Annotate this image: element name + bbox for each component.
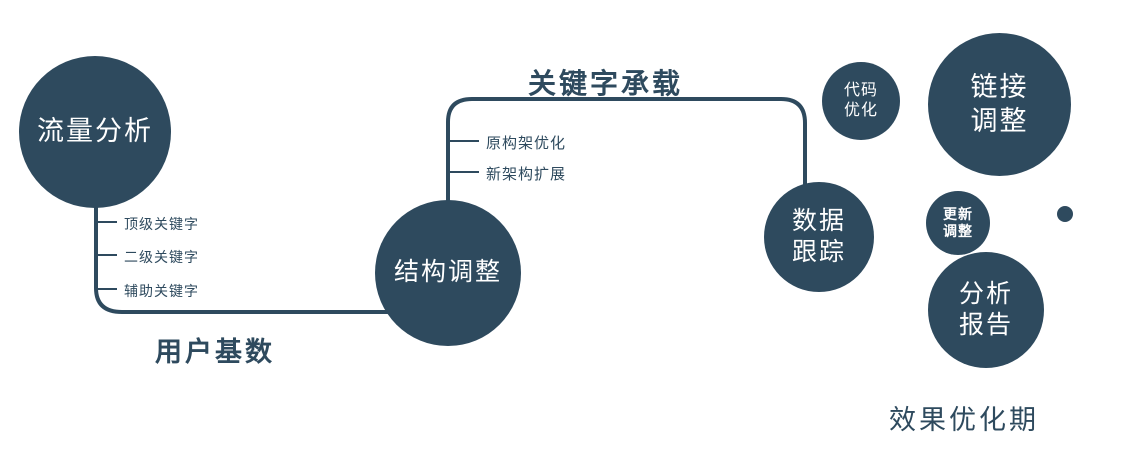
node-analysis-report: 分析 报告 bbox=[928, 252, 1044, 368]
edge-label-keyword-carrying: 关键字承载 bbox=[528, 68, 684, 99]
node-code-optimization-line1: 代码 bbox=[843, 82, 878, 99]
node-link-adjustment-line1: 链接 bbox=[970, 71, 1029, 102]
node-data-tracking: 数据 跟踪 bbox=[764, 182, 874, 292]
edge-user-base-path bbox=[94, 196, 396, 314]
node-update-adjustment-line1: 更新 bbox=[943, 205, 973, 222]
node-traffic-analysis-label: 流量分析 bbox=[37, 116, 153, 147]
node-update-adjustment-line2: 调整 bbox=[943, 223, 973, 239]
bullet-dot bbox=[1057, 206, 1073, 222]
node-analysis-report-line2: 报告 bbox=[958, 311, 1013, 339]
node-code-optimization: 代码 优化 bbox=[822, 62, 900, 140]
branch-label-original-architecture-optimization: 原构架优化 bbox=[486, 135, 567, 152]
node-traffic-analysis: 流量分析 bbox=[19, 56, 171, 208]
node-data-tracking-line2: 跟踪 bbox=[791, 238, 846, 266]
branch-label-secondary-keywords: 二级关键字 bbox=[124, 249, 199, 265]
branch-label-top-keywords: 顶级关键字 bbox=[124, 216, 199, 232]
node-link-adjustment: 链接 调整 bbox=[928, 33, 1071, 176]
node-link-adjustment-line2: 调整 bbox=[970, 105, 1029, 136]
branch-label-auxiliary-keywords: 辅助关键字 bbox=[124, 283, 199, 299]
branch-label-new-architecture-expansion: 新架构扩展 bbox=[486, 166, 567, 183]
caption-effect-optimization-period: 效果优化期 bbox=[889, 405, 1039, 435]
node-update-adjustment: 更新 调整 bbox=[926, 191, 990, 255]
edge-keyword-carrying-path bbox=[446, 97, 807, 204]
node-analysis-report-line1: 分析 bbox=[958, 279, 1013, 308]
node-structure-adjustment: 结构调整 bbox=[375, 200, 521, 346]
edge-label-user-base: 用户基数 bbox=[155, 337, 275, 367]
node-code-optimization-line2: 优化 bbox=[843, 102, 878, 119]
node-structure-adjustment-label: 结构调整 bbox=[393, 258, 502, 287]
node-data-tracking-line1: 数据 bbox=[791, 206, 846, 235]
